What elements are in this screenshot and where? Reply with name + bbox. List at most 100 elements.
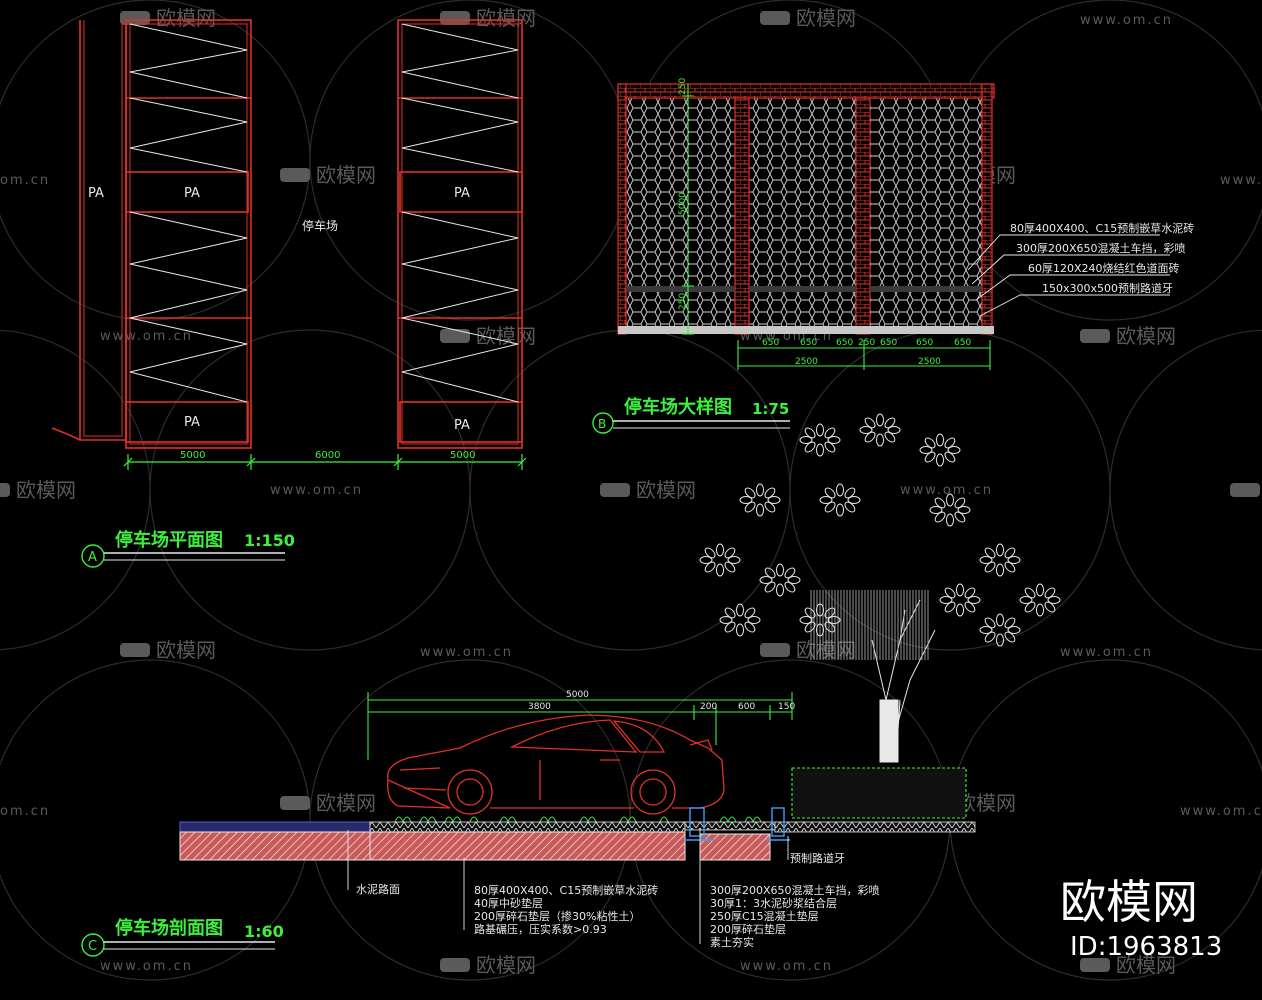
road-label: 水泥路面	[356, 883, 400, 896]
leaf-shape	[744, 501, 756, 513]
leaf-shape	[699, 556, 713, 564]
watermark-brand-text: 欧模网	[476, 6, 536, 30]
sofa-logo-icon	[280, 168, 310, 182]
leaf-shape	[727, 556, 741, 564]
leaf-shape	[764, 567, 776, 579]
detail-paving-view: 5000 250 250 650 650 650 250 650 650 650…	[617, 78, 1194, 370]
leaf-shape	[824, 487, 836, 499]
leaf-shape	[876, 433, 884, 447]
pa-label: PA	[88, 186, 104, 201]
leaf-shape	[784, 581, 796, 593]
section-view: 5000 3800 200 600 150	[179, 690, 976, 949]
sofa-logo-icon	[440, 11, 470, 25]
watermark-brand-text: 欧模网	[796, 6, 856, 30]
section-marker-circle	[81, 933, 105, 957]
leaf-shape	[1004, 547, 1016, 559]
sofa-logo-icon	[0, 483, 10, 497]
section-note: 200厚碎石垫层	[710, 922, 786, 936]
dim-label: 5000	[678, 192, 688, 215]
leaf-shape	[827, 436, 841, 444]
tree-leaves	[699, 413, 1061, 647]
leaf-shape	[954, 511, 966, 523]
sofa-logo-icon	[440, 329, 470, 343]
detail-title-block: B 停车场大样图 1:75	[592, 396, 790, 434]
leaf-shape	[724, 607, 736, 619]
watermark-brand: 欧模网	[440, 6, 536, 30]
watermark-brand-text: 欧模网	[1116, 953, 1176, 977]
watermark-brand: 欧模网	[600, 478, 696, 502]
leaf-shape	[876, 413, 884, 427]
section-marker-circle	[81, 544, 105, 568]
watermark-brand-text: 欧模网	[316, 163, 376, 187]
dim-label: 2500	[918, 357, 941, 367]
leaf-shape	[776, 583, 784, 597]
leaf-shape	[944, 437, 956, 449]
leaf-shape	[1007, 556, 1021, 564]
watermark-brand-text: 欧模网	[1116, 324, 1176, 348]
section-note: 30厚1：3水泥砂浆结合层	[710, 896, 837, 910]
watermark-brand-text: 欧模网	[636, 478, 696, 502]
leaf-shape	[984, 547, 996, 559]
leaf-shape	[884, 417, 896, 429]
watermark-site-text: www.om.cn	[1060, 645, 1153, 660]
leaf-shape	[944, 451, 956, 463]
leaf-shape	[954, 497, 966, 509]
watermark-brand-text: 欧模网	[316, 791, 376, 815]
leaf-shape	[847, 496, 861, 504]
leaf-shape	[964, 601, 976, 613]
dim-label: 150	[778, 702, 795, 712]
sofa-logo-icon	[120, 643, 150, 657]
leaf-shape	[799, 436, 813, 444]
leaf-shape	[776, 563, 784, 577]
watermark-brand: 欧模网	[440, 953, 536, 977]
leaf-shape	[764, 487, 776, 499]
leaf-shape	[996, 613, 1004, 627]
leaf-shape	[844, 487, 856, 499]
section-title-block: C 停车场剖面图 1:60	[81, 917, 284, 957]
section-note: 200厚碎石垫层（掺30%粘性土）	[474, 909, 640, 923]
detail-title: 停车场大样图	[624, 396, 732, 418]
leaf-shape	[836, 503, 844, 517]
brand-logo-text: 欧模网	[1060, 875, 1198, 929]
leaf-shape	[887, 426, 901, 434]
detail-note: 60厚120X240烧结红色道面砖	[1028, 261, 1180, 275]
leaf-shape	[804, 621, 816, 633]
watermark-layer: 欧模网欧模网欧模网欧模网欧模网欧模网欧模网欧模网欧模网欧模网欧模网欧模网欧模网欧…	[0, 6, 1262, 977]
plan-title-block: A 停车场平面图 1:150	[81, 529, 295, 568]
leaf-shape	[804, 607, 816, 619]
leaf-shape	[724, 561, 736, 573]
watermark-site-text: www.om.cn	[100, 329, 193, 344]
leaf-shape	[824, 607, 836, 619]
watermark-site-text: om.cn	[0, 173, 50, 188]
leaf-shape	[934, 497, 946, 509]
leaf-shape	[836, 483, 844, 497]
leaf-shape	[816, 623, 824, 637]
leaf-shape	[924, 437, 936, 449]
watermark-site-text: om.cn	[0, 804, 50, 819]
watermark-brand: 欧模网	[280, 163, 376, 187]
leaf-shape	[957, 506, 971, 514]
watermark-site-text: www.om.cn	[420, 645, 513, 660]
leaf-shape	[919, 446, 933, 454]
watermark-brand-text: 欧模网	[156, 6, 216, 30]
section-title: 停车场剖面图	[115, 917, 223, 939]
car-outline	[387, 714, 725, 815]
leaf-shape	[764, 581, 776, 593]
parking-center-label: 停车场	[302, 218, 338, 233]
leaf-shape	[756, 483, 764, 497]
leaf-shape	[827, 616, 841, 624]
watermark-brand: 欧模网	[1080, 953, 1176, 977]
leaf-shape	[824, 501, 836, 513]
section-marker-letter: B	[598, 417, 606, 431]
leaf-shape	[956, 603, 964, 617]
section-marker-letter: A	[88, 550, 97, 565]
leaf-shape	[996, 543, 1004, 557]
plan-dimension-line	[123, 454, 527, 470]
leaf-shape	[799, 616, 813, 624]
pa-label: PA	[454, 186, 470, 201]
curb-label: 预制路道牙	[790, 851, 845, 865]
leaf-shape	[947, 446, 961, 454]
leaf-shape	[1007, 626, 1021, 634]
section-note: 素土夯实	[710, 935, 754, 949]
